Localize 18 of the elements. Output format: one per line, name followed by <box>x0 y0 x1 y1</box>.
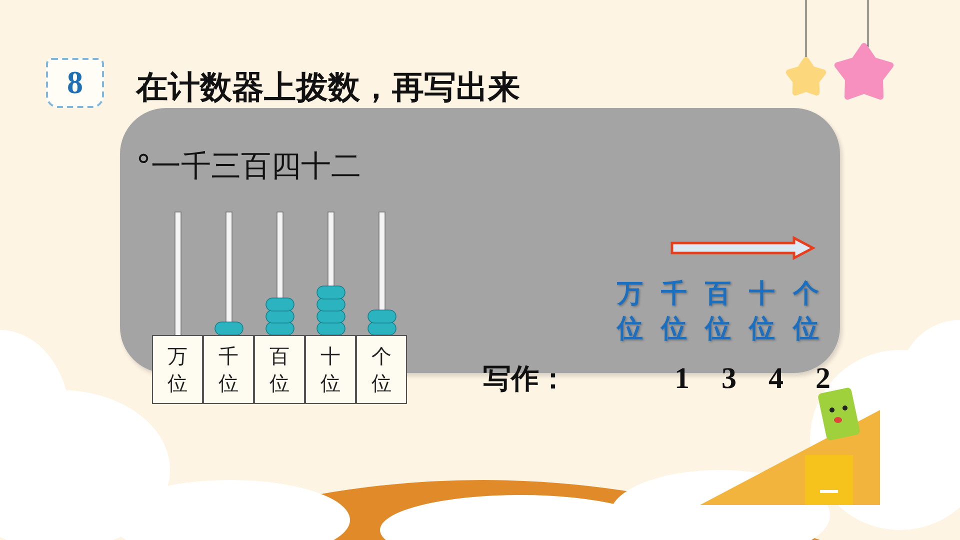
badge-number: 8 <box>67 64 83 100</box>
table-cell: 个位 <box>356 335 407 404</box>
place-label: 万位 <box>617 278 643 346</box>
table-cell: 十位 <box>305 335 356 404</box>
table-cell: 百位 <box>254 335 305 404</box>
place-label: 十位 <box>749 278 775 346</box>
prompt-text: 写作： <box>483 361 568 397</box>
place-label: 个位 <box>793 278 819 346</box>
place-label: 千位 <box>661 278 687 346</box>
title: 在计数器上拨数，再写出来 <box>136 67 521 108</box>
table-cell: 万位 <box>152 335 203 404</box>
table-cell: 千位 <box>203 335 254 404</box>
digit: 2 <box>814 362 832 397</box>
digit: 1 <box>674 362 690 397</box>
number-words: °一千三百四十二 <box>136 148 361 186</box>
digit: 4 <box>768 362 784 397</box>
digit: 3 <box>720 362 738 397</box>
place-label: 百位 <box>705 278 731 346</box>
